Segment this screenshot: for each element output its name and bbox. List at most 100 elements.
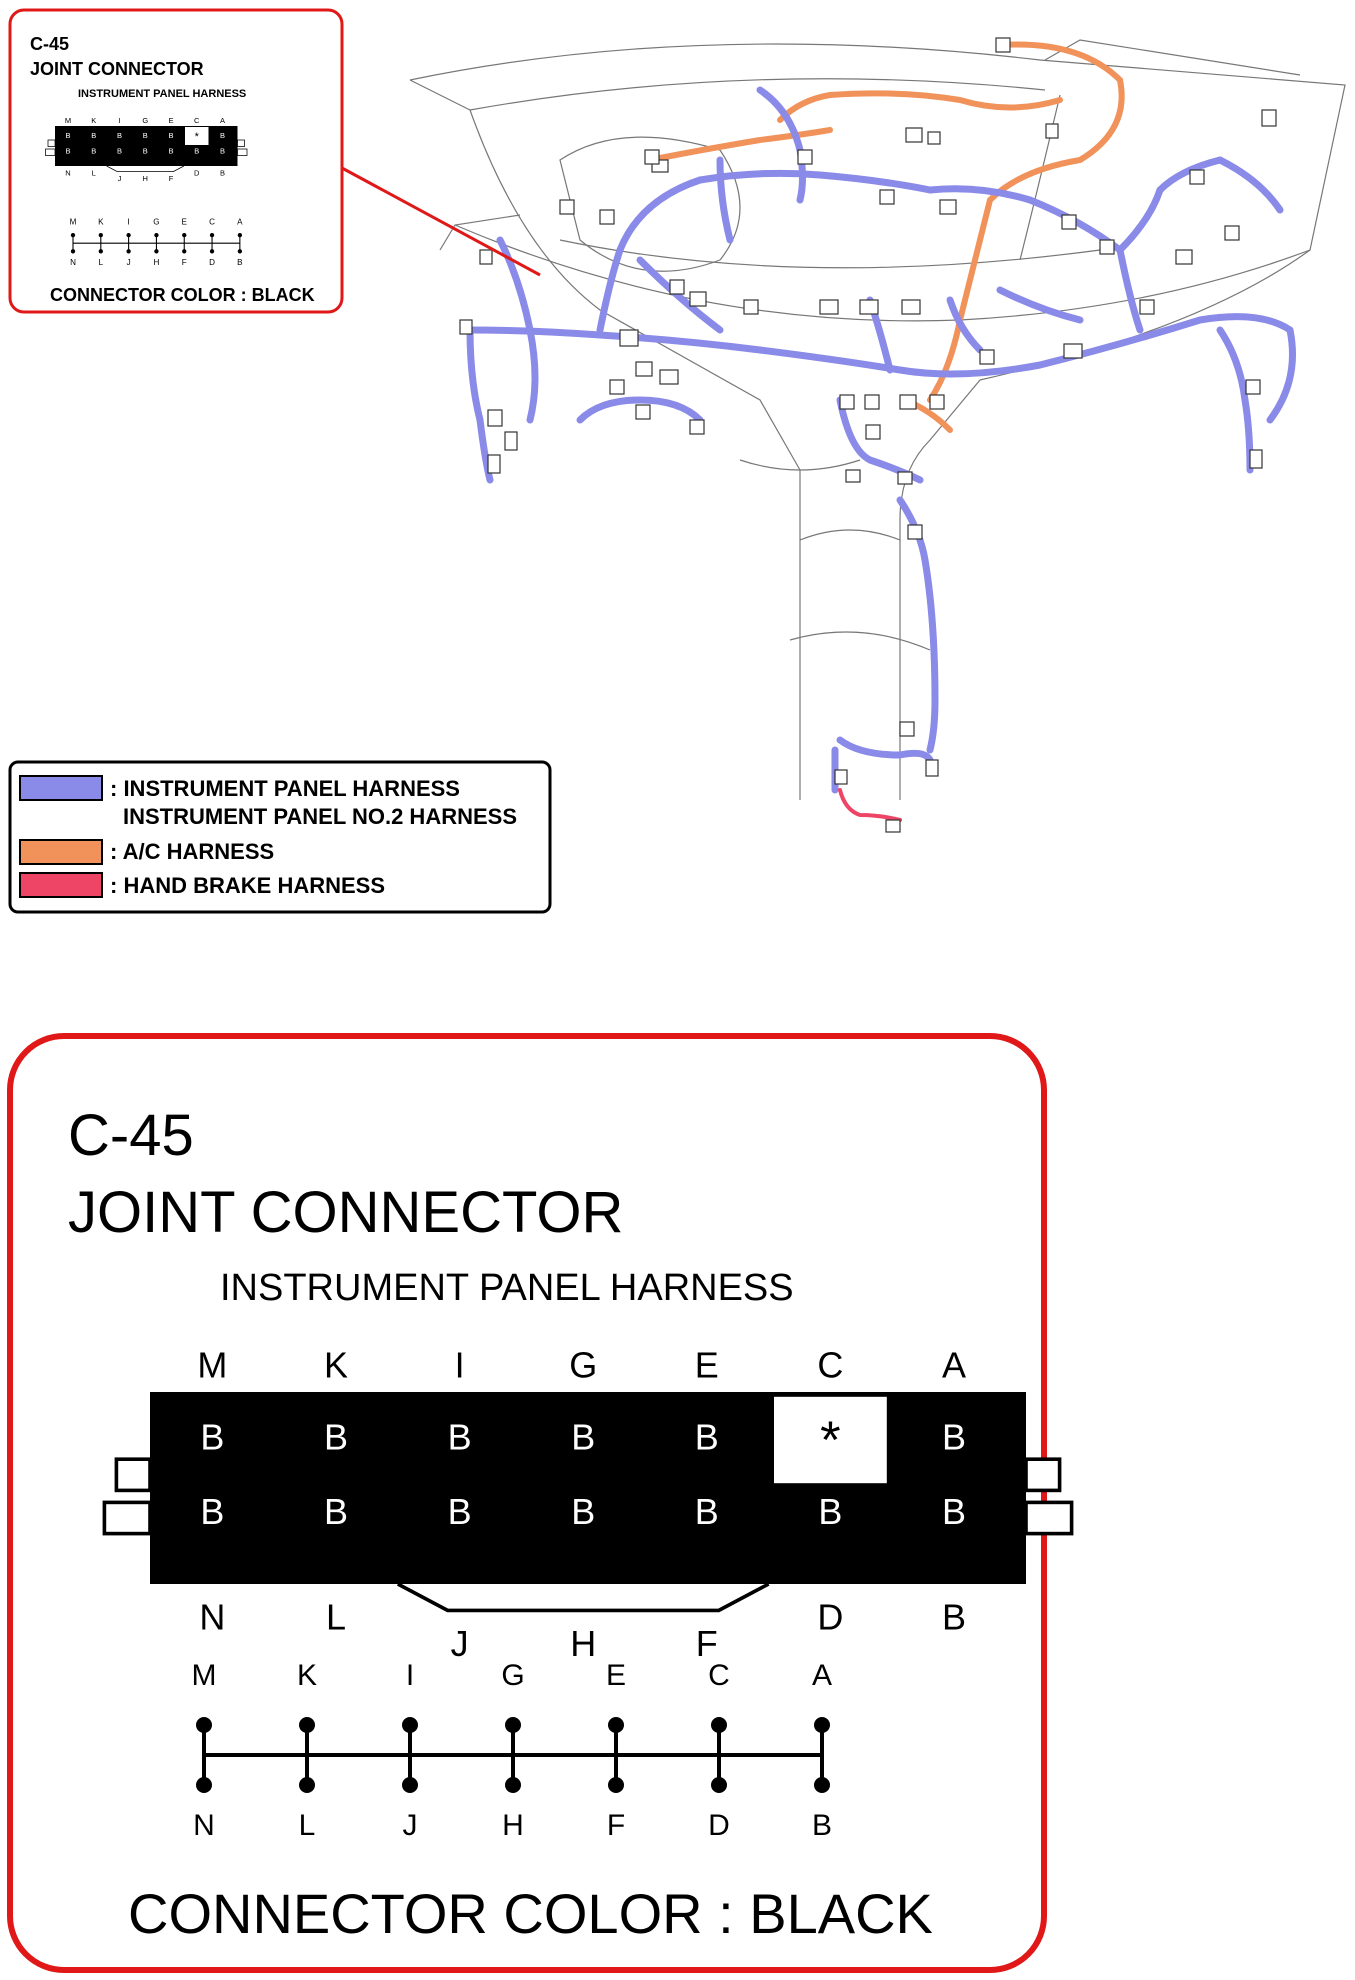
large-schem-top-label: M — [192, 1659, 217, 1692]
large-top-cell: B — [448, 1417, 472, 1458]
connector-id: C-45 — [68, 1103, 194, 1168]
inset-connector-color: CONNECTOR COLOR : BLACK — [50, 285, 315, 305]
inset-bottom-cell: B — [220, 147, 225, 156]
inset-top-cell: B — [143, 131, 148, 140]
large-schem-bottom-node — [608, 1777, 624, 1793]
large-bottom-cell: B — [200, 1491, 224, 1532]
inset-schem-bottom-node — [209, 249, 215, 254]
large-schem-bottom-label: F — [607, 1809, 625, 1842]
large-keyway — [396, 1582, 770, 1613]
inset-schem-bottom-label: N — [70, 258, 76, 267]
inset-schem-bottom-node — [237, 249, 243, 254]
large-schem-top-node — [299, 1717, 315, 1733]
large-top-cell: B — [571, 1417, 595, 1458]
inset-top-pin-label: M — [65, 116, 71, 125]
inset-schem-bottom-node — [182, 249, 187, 254]
inset-schem-top-node — [154, 232, 159, 238]
large-schem-bottom-node — [402, 1777, 418, 1793]
inset-schem-top-node — [70, 232, 76, 238]
large-top-pin-label: A — [942, 1345, 966, 1386]
inset-bottom-pin-label: H — [143, 174, 148, 183]
large-top-cell: B — [324, 1417, 348, 1458]
large-latch-right-top — [1024, 1457, 1062, 1493]
connector-color: CONNECTOR COLOR : BLACK — [128, 1882, 933, 1945]
large-bottom-pin-label: F — [696, 1623, 718, 1664]
inset-schem-top-label: C — [209, 217, 215, 226]
inset-schem-bottom-label: B — [237, 258, 242, 267]
large-schem-top-label: G — [501, 1659, 524, 1692]
inset-empty-cavity-mark: * — [195, 131, 200, 143]
inset-schem-bottom-label: D — [209, 258, 215, 267]
inset-top-pin-label: G — [142, 116, 148, 125]
inset-connector-name: JOINT CONNECTOR — [30, 59, 204, 79]
legend-swatch-ac — [19, 839, 103, 865]
harness-name: INSTRUMENT PANEL HARNESS — [220, 1267, 794, 1309]
large-latch-right-bottom — [1024, 1500, 1074, 1536]
inset-top-cell: B — [168, 131, 173, 140]
inset-bottom-cell: B — [117, 147, 122, 156]
large-empty-cavity-mark: * — [820, 1411, 841, 1470]
inset-top-pin-label: I — [118, 116, 120, 125]
connector-name: JOINT CONNECTOR — [68, 1180, 623, 1245]
inset-bottom-cell: B — [143, 147, 148, 156]
inset-schem-top-label: K — [98, 217, 104, 226]
inset-bottom-pin-label: N — [65, 169, 70, 178]
large-schem-top-node — [505, 1717, 521, 1733]
inset-bottom-pin-label: D — [194, 169, 200, 178]
large-top-cell: B — [695, 1417, 719, 1458]
large-schem-top-label: C — [708, 1659, 730, 1692]
callout-line — [341, 166, 541, 277]
large-top-pin-label: G — [569, 1345, 597, 1386]
inset-bottom-cell: B — [194, 147, 199, 156]
large-schem-top-label: I — [406, 1659, 414, 1692]
inset-schem-top-node — [209, 232, 215, 238]
large-empty-cavity — [774, 1396, 887, 1484]
inset-latch-right-top — [237, 139, 245, 147]
inset-bottom-pin-label: J — [118, 174, 122, 183]
inset-top-pin-label: E — [168, 116, 173, 125]
legend-label-ac: : A/C HARNESS — [110, 839, 274, 864]
inset-keyway — [106, 165, 185, 172]
large-schem-top-node — [711, 1717, 727, 1733]
dashboard-harness-illustration — [409, 37, 1346, 833]
large-top-pin-label: I — [455, 1345, 465, 1386]
large-schem-bottom-label: L — [299, 1809, 316, 1842]
hand-brake-harness-routing — [838, 788, 902, 822]
large-bottom-pin-label: D — [817, 1597, 843, 1638]
inset-schem-top-node — [182, 232, 187, 238]
inset-latch-right-bottom — [237, 148, 248, 156]
inset-schem-bottom-label: H — [154, 258, 160, 267]
legend-label-ip: : INSTRUMENT PANEL HARNESS — [110, 776, 460, 801]
large-schem-top-node — [814, 1717, 830, 1733]
inset-bottom-cell: B — [65, 147, 70, 156]
inset-schem-top-label: A — [237, 217, 243, 226]
large-top-pin-label: M — [197, 1345, 227, 1386]
large-schem-bottom-label: D — [708, 1809, 730, 1842]
large-latch-left-top — [114, 1457, 152, 1493]
inset-schem-top-label: E — [182, 217, 188, 226]
inset-connector-id: C-45 — [30, 34, 69, 54]
large-bottom-cell: B — [448, 1491, 472, 1532]
large-bottom-pin-label: H — [570, 1623, 596, 1664]
inset-schem-top-node — [98, 232, 103, 238]
inset-top-cell: B — [220, 131, 225, 140]
large-bottom-cell: B — [571, 1491, 595, 1532]
legend-swatch-ip — [19, 775, 103, 801]
large-top-pin-label: C — [817, 1345, 843, 1386]
inset-bottom-pin-label: F — [169, 174, 174, 183]
inset-schem-top-label: G — [153, 217, 159, 226]
large-latch-left-bottom — [102, 1500, 152, 1536]
large-bottom-pin-label: B — [942, 1597, 966, 1638]
inset-schem-top-label: I — [127, 217, 129, 226]
legend-frame — [8, 760, 552, 914]
inset-schem-top-node — [126, 232, 131, 238]
legend-label-hand-brake: : HAND BRAKE HARNESS — [110, 873, 385, 898]
legend-swatch-hand-brake — [19, 872, 103, 898]
inset-bottom-cell: B — [168, 147, 173, 156]
large-schem-bottom-node — [814, 1777, 830, 1793]
large-schem-top-node — [608, 1717, 624, 1733]
inset-schem-bottom-label: F — [182, 258, 187, 267]
large-schem-top-node — [402, 1717, 418, 1733]
